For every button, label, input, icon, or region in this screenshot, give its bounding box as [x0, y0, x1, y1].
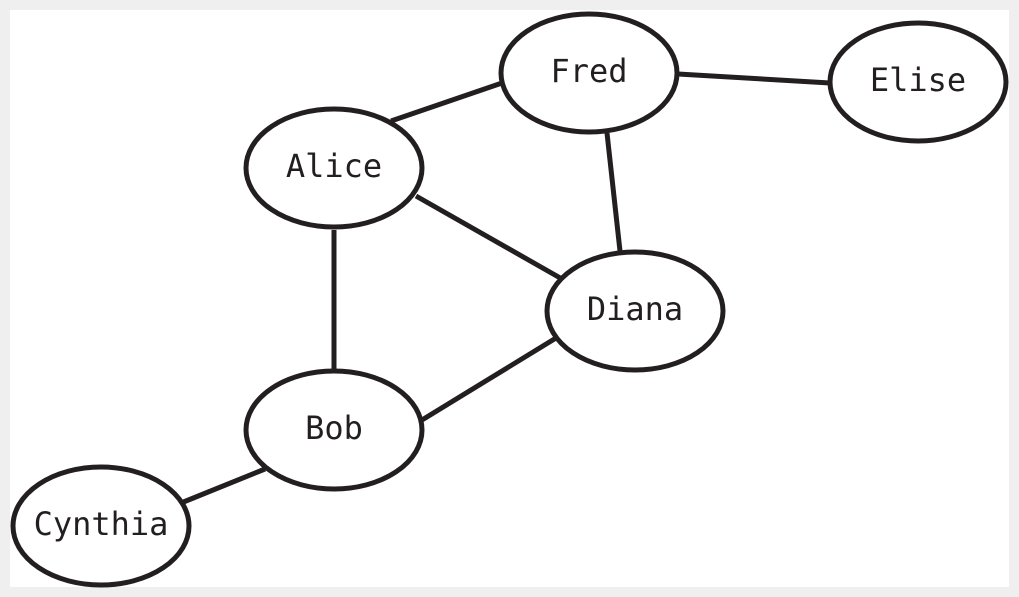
edge-fred-elise: [677, 71, 831, 86]
node-fred: Fred: [498, 11, 680, 135]
node-alice-shape: [243, 106, 425, 230]
node-elise: Elise: [827, 20, 1009, 144]
node-bob-label: Bob: [305, 409, 363, 447]
node-diana-shape: [544, 249, 726, 373]
edge-alice-diana: [414, 193, 564, 282]
node-alice-label: Alice: [286, 147, 382, 185]
node-diana-label: Diana: [587, 290, 683, 328]
edge-bob-diana: [420, 335, 558, 423]
node-cynthia-shape: [10, 464, 192, 588]
node-cynthia: Cynthia: [10, 464, 192, 588]
edge-alice-fred: [390, 80, 503, 124]
edge-fred-diana: [604, 132, 623, 252]
node-bob-shape: [243, 368, 425, 492]
node-cynthia-label: Cynthia: [34, 505, 169, 543]
node-elise-label: Elise: [870, 61, 966, 99]
edge-bob-cynthia: [180, 466, 266, 506]
node-diana: Diana: [544, 249, 726, 373]
node-elise-shape: [827, 20, 1009, 144]
node-fred-label: Fred: [550, 52, 627, 90]
node-fred-shape: [498, 11, 680, 135]
node-bob: Bob: [243, 368, 425, 492]
node-alice: Alice: [243, 106, 425, 230]
